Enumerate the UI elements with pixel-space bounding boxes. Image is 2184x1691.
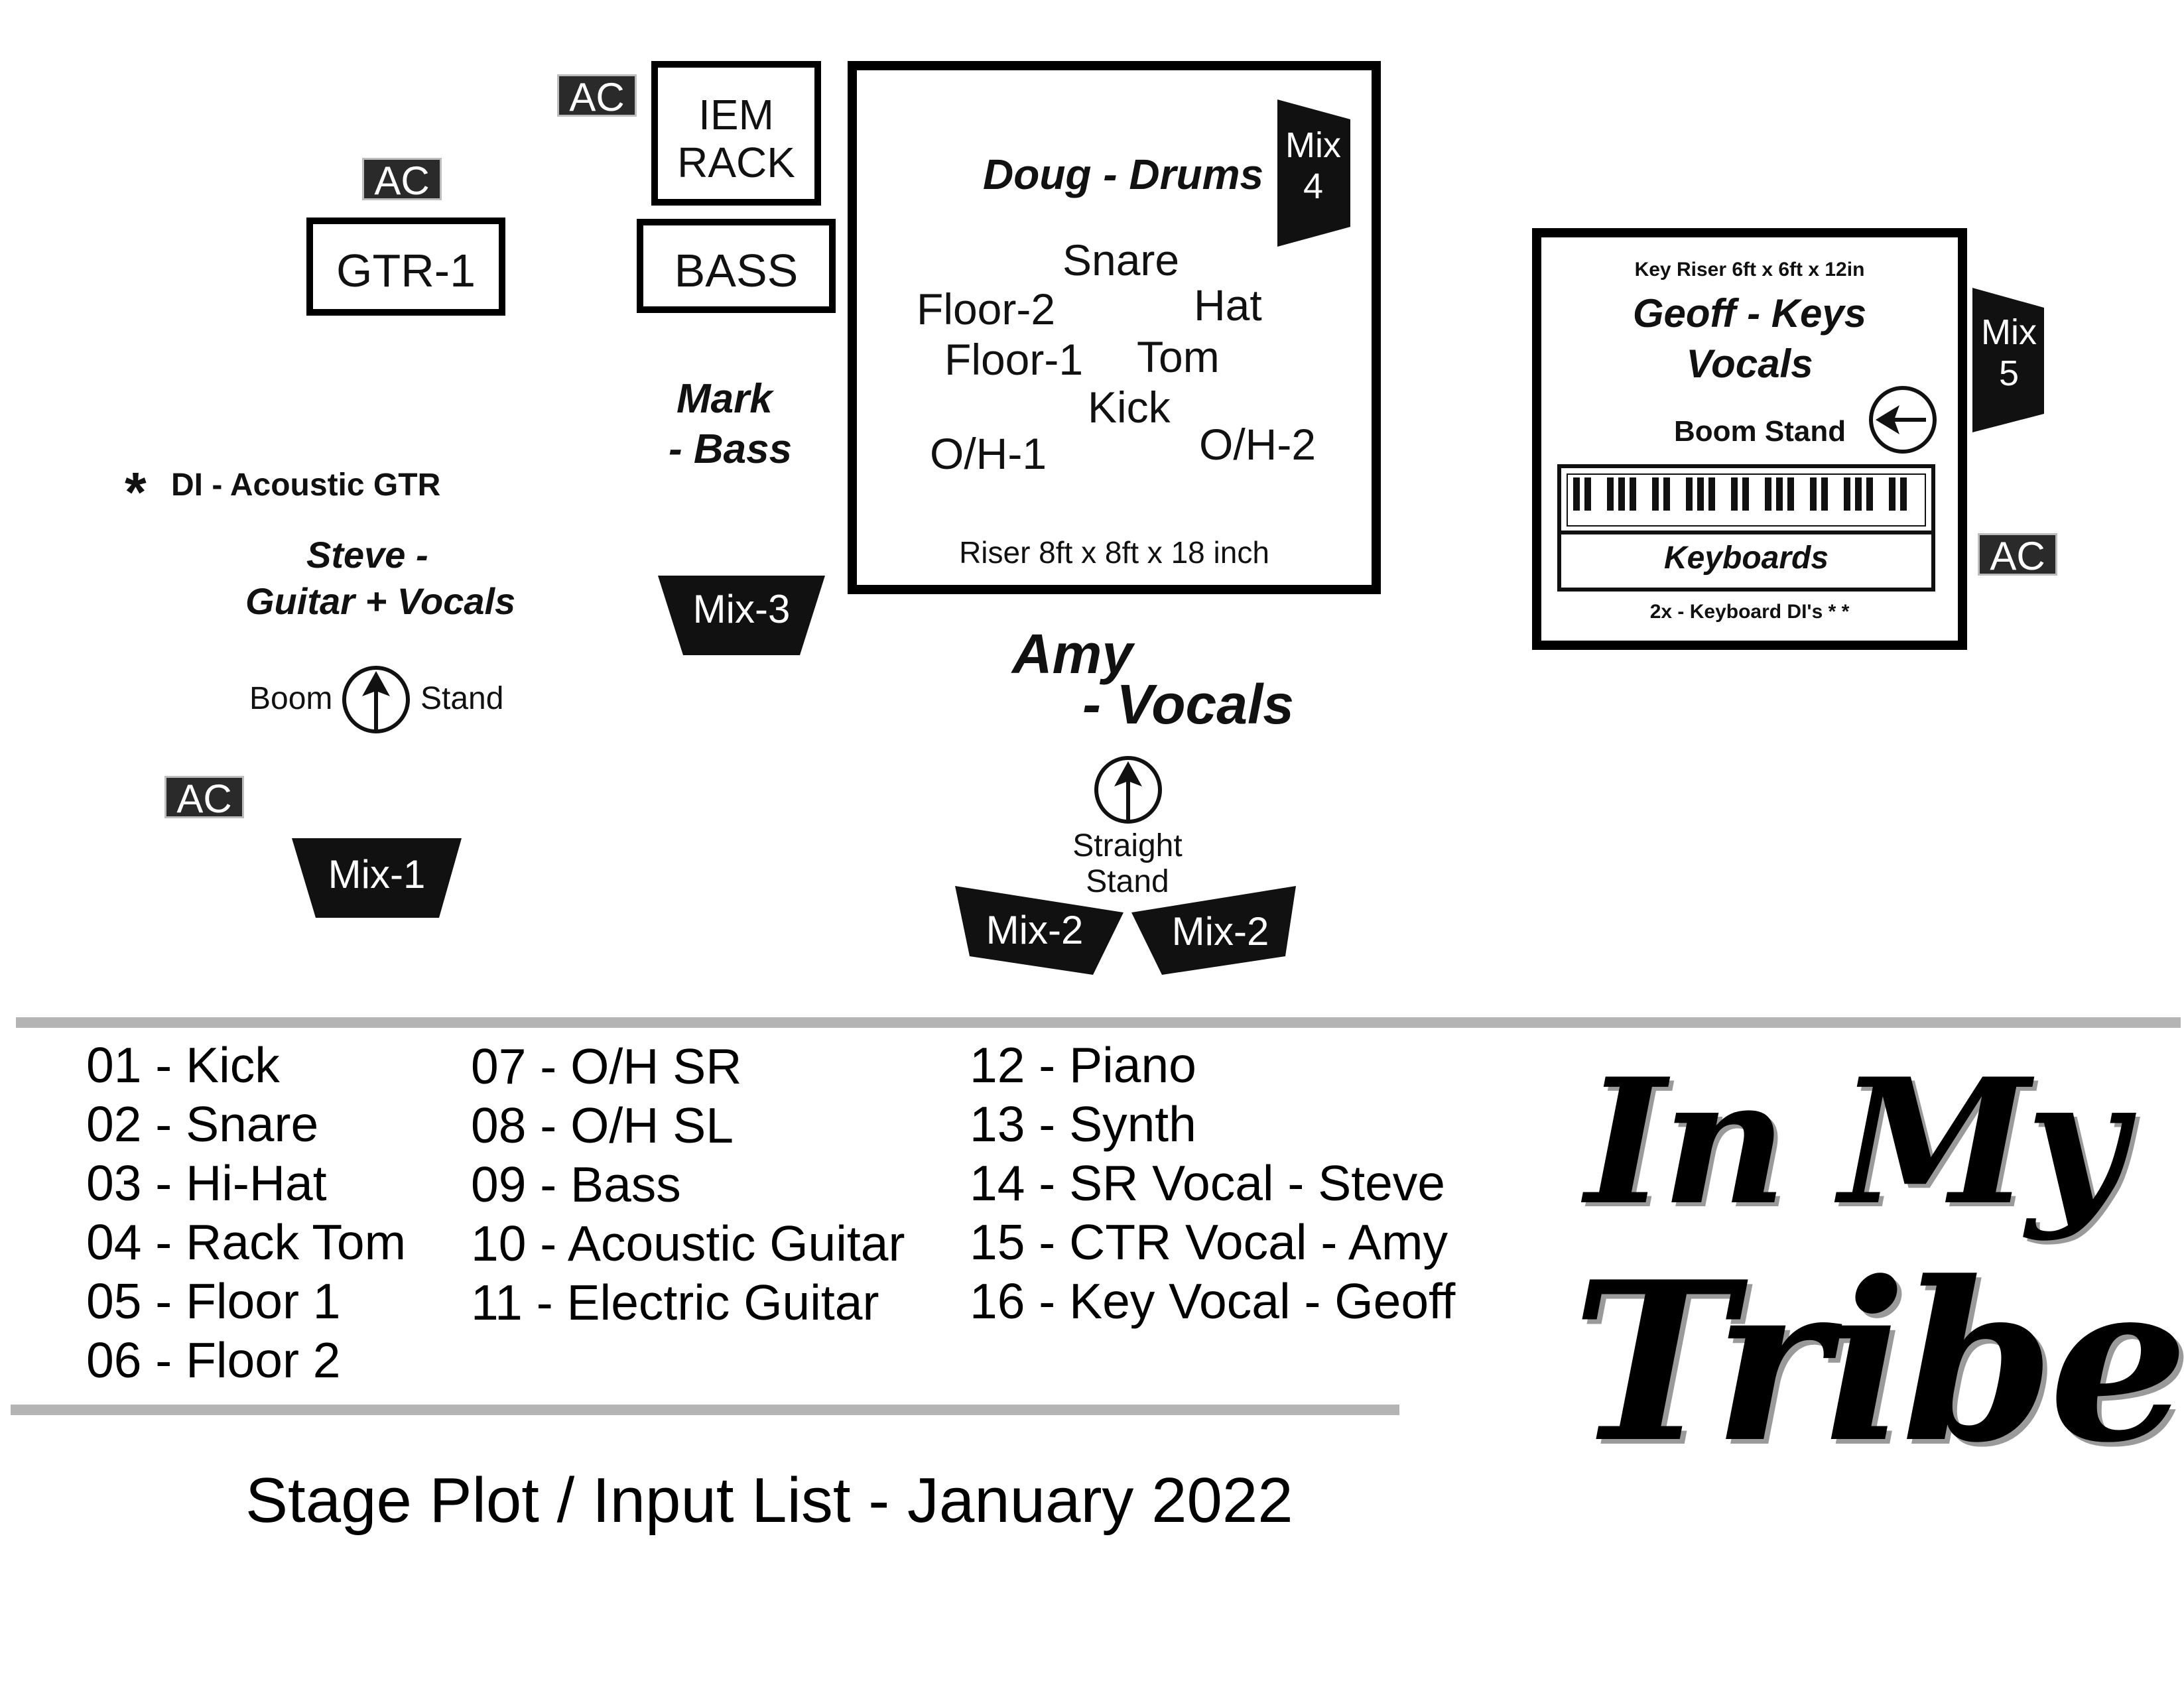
keyboards-label: Keyboards <box>1663 540 1829 576</box>
input-list-column-2: 07 - O/H SR 08 - O/H SL 09 - Bass 10 - A… <box>471 1037 905 1332</box>
amy-straight-stand-arrow-icon <box>1094 756 1162 824</box>
keys-riser: Key Riser 6ft x 6ft x 12in Geoff - Keys … <box>1532 228 1967 650</box>
input-list-item: 11 - Electric Guitar <box>471 1275 879 1330</box>
monitor-mix-3-shape <box>658 576 825 655</box>
input-list-item: 02 - Snare <box>86 1096 319 1152</box>
input-list-item: 03 - Hi-Hat <box>86 1155 327 1211</box>
band-logo-line2: Tribe <box>1572 1233 2184 1491</box>
monitor-mix-4-line1: Mix <box>1285 125 1341 165</box>
monitor-mix-2-left <box>955 886 1124 975</box>
gtr1-amp-label: GTR-1 <box>336 245 476 296</box>
monitor-mix-2-right-label: Mix-2 <box>1171 909 1269 954</box>
keyboard-dis-note: 2x - Keyboard DI's * * <box>1649 601 1850 623</box>
amy-stand-line2: Stand <box>1086 864 1169 899</box>
ac-outlet-steve: AC <box>164 776 244 819</box>
divider-top <box>16 1017 2181 1028</box>
monitor-mix-3 <box>658 576 825 655</box>
steve-stand-label: Stand <box>420 681 504 716</box>
mark-bass-name-line1: Mark <box>676 376 773 422</box>
monitor-mix-1-shape <box>292 838 462 918</box>
di-star-icon: * <box>125 461 147 523</box>
input-list-item: 06 - Floor 2 <box>86 1332 341 1388</box>
monitor-mix-5 <box>1972 288 2044 432</box>
monitor-mix-4 <box>1277 99 1350 247</box>
input-list-item: 15 - CTR Vocal - Amy <box>970 1214 1448 1270</box>
monitor-mix-4-line2: 4 <box>1303 166 1324 206</box>
keyboard-shelf-line <box>1561 531 1931 534</box>
divider-bottom <box>11 1405 1399 1415</box>
drum-snare-label: Snare <box>1062 235 1180 284</box>
monitor-mix-2-right-shape <box>1131 886 1296 975</box>
gtr1-amp: GTR-1 <box>306 218 505 316</box>
monitor-mix-1-label: Mix-1 <box>328 852 426 897</box>
input-list-item: 13 - Synth <box>970 1096 1196 1152</box>
keys-riser-size: Key Riser 6ft x 6ft x 12in <box>1634 259 1865 281</box>
drum-floor1-label: Floor-1 <box>944 335 1084 384</box>
input-list-column-1: 01 - Kick 02 - Snare 03 - Hi-Hat 04 - Ra… <box>86 1036 406 1390</box>
keys-boom-stand-label: Boom Stand <box>1674 415 1846 448</box>
drum-riser: Doug - Drums Snare Hat Floor-2 Floor-1 T… <box>848 61 1381 594</box>
stage-plot: AC AC AC AC AC GTR-1 IEM RACK BASS Mark … <box>125 61 2057 975</box>
input-list-item: 12 - Piano <box>970 1037 1196 1093</box>
monitor-mix-2-right <box>1131 886 1296 975</box>
di-acoustic-note: DI - Acoustic GTR <box>171 468 441 503</box>
iem-rack-line1: IEM <box>698 91 774 139</box>
ac-outlet-iem: AC <box>557 74 637 117</box>
input-list-item: 10 - Acoustic Guitar <box>471 1216 905 1271</box>
monitor-mix-5-line2: 5 <box>1998 353 2020 393</box>
keys-player-line2: Vocals <box>1686 342 1813 386</box>
drum-oh1-label: O/H-1 <box>930 429 1047 478</box>
keys-boom-stand-arrow-icon <box>1869 386 1937 454</box>
monitor-mix-5-line1: Mix <box>1981 312 2037 352</box>
monitor-mix-3-label: Mix-3 <box>692 587 791 631</box>
steve-name-line2: Guitar + Vocals <box>245 580 516 622</box>
amy-name-line1: Amy <box>1012 623 1133 685</box>
band-logo: In My Tribe <box>1545 1034 2184 1538</box>
steve-boom-label: Boom <box>249 681 333 716</box>
keys-player-line1: Geoff - Keys <box>1632 291 1867 336</box>
band-logo-line1: In My <box>1585 1041 2126 1243</box>
drum-kick-label: Kick <box>1088 383 1171 432</box>
input-list-item: 05 - Floor 1 <box>86 1273 341 1329</box>
monitor-mix-2-left-label: Mix-2 <box>986 908 1084 952</box>
drum-floor2-label: Floor-2 <box>917 284 1056 334</box>
drummer-name: Doug - Drums <box>983 151 1264 198</box>
monitor-mix-4-shape <box>1277 99 1350 247</box>
input-list-item: 16 - Key Vocal - Geoff <box>970 1273 1456 1329</box>
input-list-item: 08 - O/H SL <box>471 1097 734 1153</box>
monitor-mix-2-left-shape <box>955 886 1124 975</box>
iem-rack-line2: RACK <box>677 139 795 186</box>
amy-name-line2: - Vocals <box>1082 673 1295 735</box>
monitor-mix-1 <box>292 838 462 918</box>
amy-stand-line1: Straight <box>1072 828 1183 863</box>
bass-amp: BASS <box>637 219 836 313</box>
monitor-mix-5-shape <box>1972 288 2044 432</box>
drum-riser-size: Riser 8ft x 8ft x 18 inch <box>959 535 1269 570</box>
input-list-item: 04 - Rack Tom <box>86 1214 407 1270</box>
input-list-item: 09 - Bass <box>471 1157 681 1212</box>
input-list-column-3: 12 - Piano 13 - Synth 14 - SR Vocal - St… <box>970 1036 1455 1331</box>
steve-boom-stand-arrow-icon <box>342 666 410 733</box>
steve-name-line1: Steve - <box>306 534 428 576</box>
keyboard-keys-icon <box>1567 473 1926 527</box>
keyboard-graphic: Keyboards <box>1557 464 1935 592</box>
drum-oh2-label: O/H-2 <box>1199 420 1317 469</box>
iem-rack: IEM RACK <box>651 61 821 206</box>
document-title: Stage Plot / Input List - January 2022 <box>245 1465 1293 1536</box>
input-list-item: 14 - SR Vocal - Steve <box>970 1155 1446 1211</box>
drum-tom-label: Tom <box>1137 332 1220 381</box>
bass-amp-label: BASS <box>674 245 799 296</box>
input-list-item: 07 - O/H SR <box>471 1038 742 1094</box>
ac-outlet-gtr: AC <box>362 158 442 201</box>
drum-hat-label: Hat <box>1194 281 1262 330</box>
ac-outlet-keys: AC <box>1978 533 2057 576</box>
input-list-item: 01 - Kick <box>86 1037 280 1093</box>
mark-bass-name-line2: - Bass <box>669 426 793 472</box>
